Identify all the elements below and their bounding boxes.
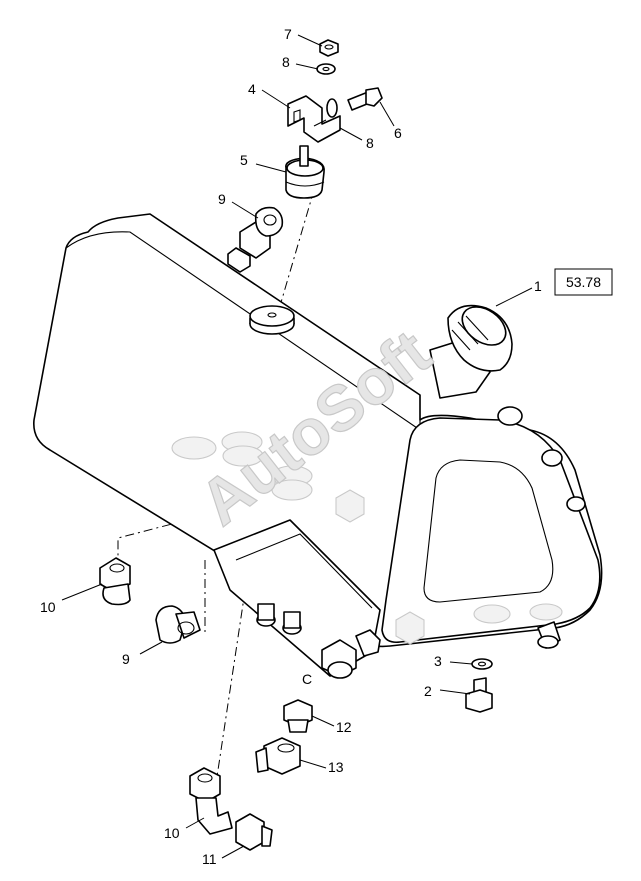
callout-5: 5 (240, 152, 248, 168)
washer (316, 63, 336, 75)
union-fitting (255, 737, 301, 775)
leader-lines (61, 34, 533, 859)
elbow-fitting-left (99, 557, 131, 606)
callout-1: 1 (534, 278, 542, 294)
callout-11: 11 (202, 851, 217, 867)
callout-2: 2 (424, 683, 432, 699)
valve-block (213, 519, 381, 679)
callout-labels: 7 8 4 8 6 5 9 1 10 9 3 2 12 13 10 11 C (40, 26, 542, 867)
connection-label-c: C (302, 671, 312, 687)
callout-12: 12 (336, 719, 352, 735)
callout-10-bottom: 10 (164, 825, 180, 841)
callout-4: 4 (248, 81, 256, 97)
callout-7: 7 (284, 26, 292, 42)
filler-cap (429, 304, 513, 399)
elbow-fitting-bottom (189, 767, 233, 835)
drain-fitting (537, 621, 561, 649)
drain-bolt-assembly (465, 658, 493, 713)
mounting-hardware (285, 39, 383, 199)
reference-box-label: 53.78 (566, 274, 601, 290)
callout-9-lower: 9 (122, 651, 130, 667)
callout-3: 3 (434, 653, 442, 669)
reference-box: 53.78 (554, 268, 613, 296)
callout-13: 13 (328, 759, 344, 775)
callout-9-upper: 9 (218, 191, 226, 207)
plug-fitting (235, 813, 273, 851)
nut (319, 39, 339, 57)
callout-8-side: 8 (366, 135, 374, 151)
hydraulic-tank (33, 213, 603, 648)
callout-10-left: 10 (40, 599, 56, 615)
washer (471, 658, 493, 670)
elbow-fitting-lower (155, 605, 201, 644)
adapter-fitting (283, 699, 313, 733)
callout-6: 6 (394, 125, 402, 141)
callout-8-upper: 8 (282, 54, 290, 70)
elbow-fitting-upper (239, 206, 284, 259)
